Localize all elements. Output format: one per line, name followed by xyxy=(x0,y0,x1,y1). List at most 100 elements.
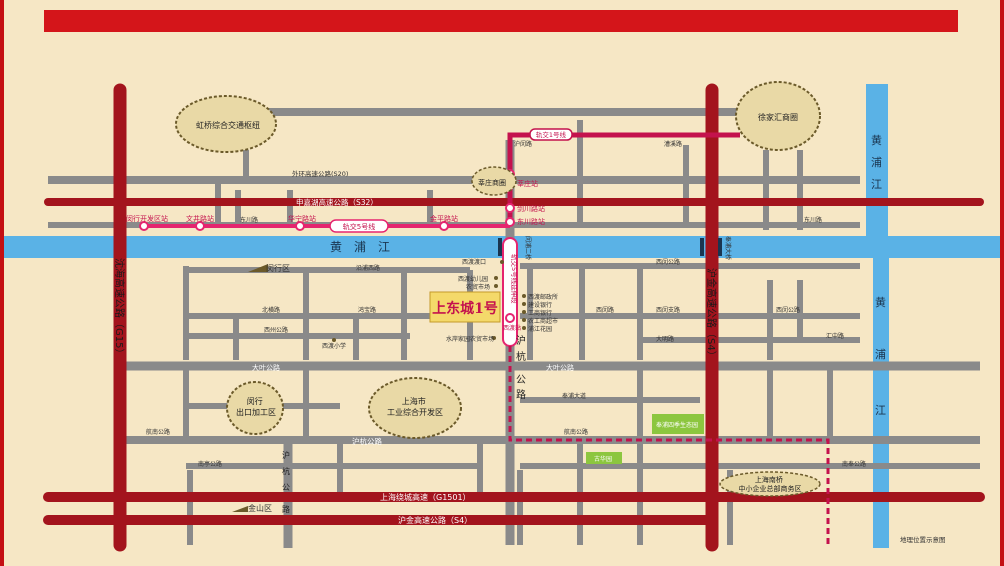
minhang-export-line1: 闵行 xyxy=(247,396,263,406)
xujiahui-hub xyxy=(735,81,821,151)
hub-labels: 虹桥综合交通枢纽 徐家汇商圈 莘庄商圈 闵行 出口加工区 上海市 工业综合开发区… xyxy=(196,112,802,493)
industrial-zone-line2: 工业综合开发区 xyxy=(387,407,443,417)
g15-label: 沈海高速公路（G15） xyxy=(113,258,126,358)
poi-garden: 浦江花园 xyxy=(528,325,552,333)
station-huaning: 华宁路站 xyxy=(288,214,316,223)
road-fengpu: 奉浦大道 xyxy=(562,392,586,400)
minhang-export-hub xyxy=(226,381,284,435)
pois: 西渡渡口 西渡幼儿园 农贸市场 西渡邮政所 建设银行 工商银行 农工商超市 浦江… xyxy=(322,258,558,350)
project-logo-bg xyxy=(429,291,501,323)
guhua-park xyxy=(586,452,622,464)
river-label-right-4: 黄 xyxy=(875,295,886,309)
metro-line-5-label: 轨交5号线 xyxy=(343,222,375,231)
poi-bank1: 建设银行 xyxy=(528,301,552,309)
station-minhang-kaifaqu: 闵行开发区站 xyxy=(126,214,168,223)
road-nanting: 南亭公路 xyxy=(198,460,222,468)
daye-label-2: 大叶公路 xyxy=(546,363,574,372)
road-dongchuan2: 东川路 xyxy=(804,216,822,224)
hu-char-2: 沪 xyxy=(282,450,290,460)
left-border xyxy=(0,0,4,566)
station-jianchuan: 剑川路站 xyxy=(517,204,545,213)
guhua-park-label: 古华园 xyxy=(594,455,612,463)
road-dongchuan1: 东川路 xyxy=(240,216,258,224)
hongqiao-label: 虹桥综合交通枢纽 xyxy=(196,120,260,130)
hongqiao-hub xyxy=(175,95,277,153)
poi-school: 西渡小学 xyxy=(322,342,346,350)
poi-bank2: 工商银行 xyxy=(528,309,552,317)
right-border xyxy=(1000,0,1004,566)
huangpu-river-vertical-bottom xyxy=(873,258,889,548)
minhang-export-line2: 出口加工区 xyxy=(236,407,276,417)
road-daming: 大明路 xyxy=(656,335,674,343)
s32-label: 申嘉湖高速公路（S32） xyxy=(296,197,378,207)
road-minpu2: 闵浦二桥 xyxy=(524,236,532,260)
gong-char-2: 公 xyxy=(282,483,290,492)
highway-labels: 沈海高速公路（G15） 沪金高速公路（S4） 申嘉湖高速公路（S32） 外环高速… xyxy=(113,169,718,525)
road-labels: 东川路 东川路 漕溪路 沪闵路 沿浦西路 北横路 鸿宝路 西州公路 西闵路 西闵… xyxy=(146,140,866,468)
road-xinfeng: 西闵路 xyxy=(596,306,614,314)
bridge-marker-right-1 xyxy=(700,238,704,256)
vertical-huhang-labels: 沪 杭 公 路 沪 杭 公 路 xyxy=(282,334,526,514)
bridge-marker-right-2 xyxy=(718,238,722,256)
nanqiao-cbd-label: 上海南桥 中小企业总部商务区 xyxy=(739,475,802,493)
road-xilu-right: 西闵公路 xyxy=(776,306,800,314)
lu-char: 路 xyxy=(516,388,526,401)
huhang-label: 沪杭公路 xyxy=(352,436,382,446)
xinzhuang-label: 莘庄商圈 xyxy=(478,178,506,187)
road-xihu: 西闵支路 xyxy=(656,306,680,314)
daye-label: 大叶公路 xyxy=(252,363,280,372)
nanqiao-cbd-hub xyxy=(719,471,821,497)
river-label-right-6: 江 xyxy=(875,404,886,417)
xinzhuang-hub xyxy=(471,166,517,196)
s4-vertical-label: 沪金高速公路（S4） xyxy=(705,268,718,361)
lu-char-2: 路 xyxy=(282,504,290,514)
poi-market: 农贸市场 xyxy=(466,283,490,291)
metro-line-1: 轨交1号线 xyxy=(507,128,740,226)
road-huizhong: 汇中路 xyxy=(826,332,844,340)
road-hangnan2: 航南公路 xyxy=(564,428,588,436)
hu-char: 沪 xyxy=(516,334,526,347)
road-nanfeng: 南奉公路 xyxy=(842,460,866,468)
road-fengpu-bridge: 奉浦大桥 xyxy=(724,236,732,260)
metro-line-1-label-bg xyxy=(529,128,573,141)
road-yanpu: 沿浦西路 xyxy=(356,264,380,272)
river-label-left: 黄 浦 江 xyxy=(330,240,390,254)
station-xidu: 西渡站 xyxy=(503,324,521,332)
hang-char: 杭 xyxy=(516,350,526,363)
xujiahui-label: 徐家汇商圈 xyxy=(758,112,798,122)
bridge-marker-left xyxy=(498,238,502,256)
road-xizhou: 西州公路 xyxy=(264,326,288,334)
river-label-right-1: 黄 xyxy=(871,133,882,147)
road-xilu-top: 西闵公路 xyxy=(656,258,680,266)
s4-bottom-label: 沪金高速公路（S4） xyxy=(398,515,472,525)
nanqiao-line1: 上海南桥 xyxy=(755,475,783,484)
station-jinping: 金平路站 xyxy=(430,214,458,223)
river-label-right-2: 浦 xyxy=(871,156,882,169)
poi-post: 西渡邮政所 xyxy=(528,293,558,301)
industrial-zone-label: 上海市 工业综合开发区 xyxy=(387,396,443,417)
gong-char: 公 xyxy=(516,375,526,386)
hang-char-2: 杭 xyxy=(282,466,290,476)
minhang-district: 闵行区 xyxy=(266,263,290,273)
poi-kindergarten: 西渡幼儿园 xyxy=(458,275,488,283)
river-label-right-5: 浦 xyxy=(875,348,886,361)
metro-line-5-label-bg xyxy=(329,219,389,233)
road-humin: 沪闵路 xyxy=(514,140,532,148)
districts: 闵行区 金山区 xyxy=(232,263,290,513)
road-hongbao: 鸿宝路 xyxy=(358,306,376,314)
project-logo: 上东城1号 xyxy=(432,300,498,317)
road-hangnan: 航南公路 xyxy=(146,428,170,436)
jinshan-district: 金山区 xyxy=(248,503,272,513)
station-xinzhuang: 莘庄站 xyxy=(517,179,538,188)
station-dongchuan: 东川路站 xyxy=(517,217,545,226)
poi-xidu-port: 西渡渡口 xyxy=(462,258,486,266)
nanqiao-line2: 中小企业总部商务区 xyxy=(739,484,802,493)
road-caoxi: 漕溪路 xyxy=(664,140,682,148)
industrial-zone-hub xyxy=(368,377,462,439)
fengpu-park-label: 奉浦四季生态园 xyxy=(656,421,698,429)
fengpu-park xyxy=(652,414,704,434)
industrial-zone-line1: 上海市 xyxy=(402,396,426,406)
metro-line-5-extension-label: 轨交5号线延伸段 xyxy=(510,254,519,304)
